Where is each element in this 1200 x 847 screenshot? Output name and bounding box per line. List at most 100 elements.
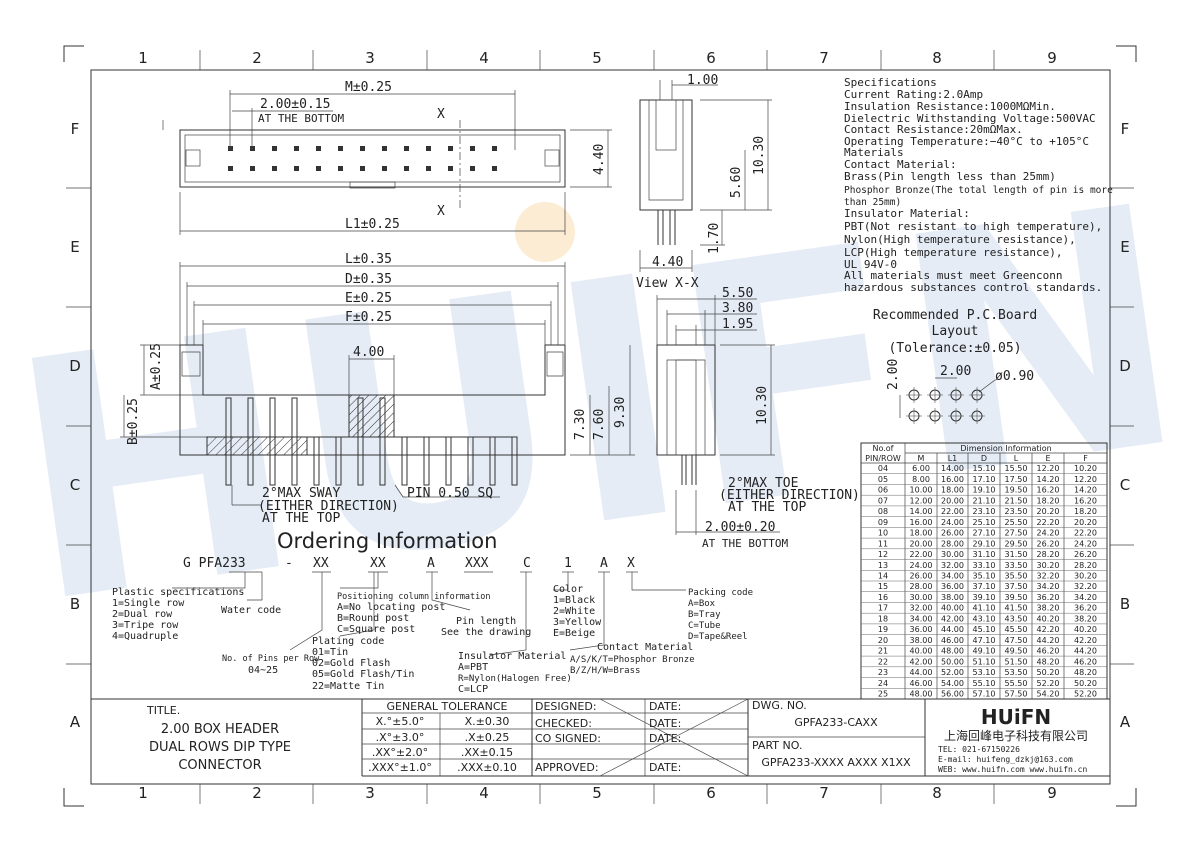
table-cell: 42.20 bbox=[1037, 625, 1060, 634]
part-label: PART NO. bbox=[752, 739, 802, 752]
company-tel: TEL: 021-67150226 bbox=[938, 745, 1020, 754]
table-cell: 18.00 bbox=[941, 486, 964, 495]
spec-line: Operating Temperature:−40°C to +105°C bbox=[844, 135, 1089, 148]
table-cell: 16.00 bbox=[910, 518, 933, 527]
table-pin-count: 14 bbox=[878, 572, 888, 581]
company-web: WEB: www.huifn.com www.huifn.cn bbox=[938, 765, 1087, 774]
code-part: XX bbox=[370, 556, 386, 571]
pcb-title-1: Recommended P.C.Board bbox=[873, 308, 1037, 323]
spec-line: Insulation Resistance:1000MΩMin. bbox=[844, 100, 1056, 113]
spec-line: Phosphor Bronze(The total length of pin … bbox=[844, 185, 1113, 196]
table-cell: 6.00 bbox=[912, 464, 930, 473]
pin-square bbox=[338, 166, 343, 171]
tolerance-head: GENERAL TOLERANCE bbox=[386, 700, 507, 713]
spec-line: hazardous substances control standards. bbox=[844, 281, 1102, 294]
table-cell: 21.10 bbox=[973, 496, 996, 505]
inner-border bbox=[90, 69, 1111, 785]
pin bbox=[445, 436, 452, 486]
pin bbox=[489, 436, 496, 486]
table-cell: 25.50 bbox=[1005, 518, 1028, 527]
pin-square bbox=[492, 146, 497, 151]
pin bbox=[247, 397, 254, 486]
table-cell: 32.00 bbox=[941, 561, 964, 570]
contact-line: Contact Material bbox=[597, 642, 693, 653]
table-col-header: L bbox=[1014, 454, 1019, 463]
spec-line: Insulator Material: bbox=[844, 207, 970, 220]
spec-line: All materials must meet Greenconn bbox=[844, 269, 1063, 282]
dim-side-w: 4.40 bbox=[652, 255, 683, 270]
pin-square bbox=[316, 146, 321, 151]
table-cell: 38.00 bbox=[910, 636, 933, 645]
col-label: 1 bbox=[138, 49, 148, 67]
table-cell: 34.00 bbox=[910, 614, 933, 623]
table-cell: 50.00 bbox=[941, 657, 964, 666]
spec-line: Current Rating:2.0Amp bbox=[844, 88, 983, 101]
table-cell: 12.20 bbox=[1074, 475, 1097, 484]
pin bbox=[423, 436, 430, 486]
tol-angle: X.°±5.0° bbox=[376, 715, 425, 728]
table-cell: 17.50 bbox=[1005, 475, 1028, 484]
table-cell: 39.50 bbox=[1005, 593, 1028, 602]
dim-h1: 7.30 bbox=[573, 409, 588, 440]
dim-m: M±0.25 bbox=[345, 80, 392, 95]
col-label: 2 bbox=[252, 49, 262, 67]
pin-square bbox=[316, 166, 321, 171]
pin-square bbox=[470, 166, 475, 171]
color-line: Color bbox=[553, 584, 583, 595]
table-cell: 55.10 bbox=[973, 679, 996, 688]
table-cell: 24.00 bbox=[910, 561, 933, 570]
plastic-line: Plastic specifications bbox=[112, 587, 244, 598]
table-group-title: Dimension Information bbox=[960, 444, 1051, 453]
company-email: E-mail: huifeng_dzkj@163.com bbox=[938, 755, 1073, 764]
table-pin-count: 05 bbox=[878, 475, 888, 484]
table-cell: 39.10 bbox=[973, 593, 996, 602]
dim-side-h3: 1.70 bbox=[707, 223, 722, 254]
table-cell: 57.50 bbox=[1005, 690, 1028, 699]
table-cell: 10.00 bbox=[910, 486, 933, 495]
pcb-layout: Recommended P.C.Board Layout (Tolerance:… bbox=[873, 308, 1037, 424]
title-line: 2.00 BOX HEADER bbox=[161, 722, 279, 737]
ordering-title: Ordering Information bbox=[277, 529, 497, 553]
table-cell: 20.20 bbox=[1074, 518, 1097, 527]
table-cell: 23.10 bbox=[973, 507, 996, 516]
spec-line: Dielectric Withstanding Voltage:500VAC bbox=[844, 112, 1096, 125]
col-label: 6 bbox=[706, 49, 716, 67]
pin-square bbox=[272, 166, 277, 171]
table-cell: 12.00 bbox=[910, 496, 933, 505]
table-cell: 15.50 bbox=[1005, 464, 1028, 473]
pcb-hole-grid bbox=[906, 387, 985, 424]
packing-line: A=Box bbox=[688, 599, 716, 609]
color-line: 2=White bbox=[553, 606, 595, 617]
dim-e: E±0.25 bbox=[345, 291, 392, 306]
table-cell: 44.20 bbox=[1074, 647, 1097, 656]
zone-ticks bbox=[66, 50, 1134, 804]
pin-square bbox=[426, 166, 431, 171]
specifications: Specifications Current Rating:2.0Amp Ins… bbox=[844, 76, 1113, 294]
pin-spec: PIN 0.50 SQ bbox=[407, 486, 493, 501]
color-line: 1=Black bbox=[553, 595, 595, 606]
position-line: B=Round post bbox=[337, 613, 409, 624]
table-cell: 24.20 bbox=[1037, 529, 1060, 538]
table-cell: 18.20 bbox=[1074, 507, 1097, 516]
pin bbox=[357, 397, 364, 486]
table-corner-2: PIN/ROW bbox=[865, 454, 901, 463]
insulator-line: C=LCP bbox=[458, 684, 488, 695]
frame-corners bbox=[63, 45, 1137, 807]
table-cell: 46.20 bbox=[1074, 657, 1097, 666]
pin bbox=[511, 436, 518, 486]
col-label: 7 bbox=[819, 784, 829, 802]
table-cell: 56.00 bbox=[941, 690, 964, 699]
table-cell: 20.00 bbox=[910, 539, 933, 548]
pin-square bbox=[250, 166, 255, 171]
table-cell: 23.50 bbox=[1005, 507, 1028, 516]
side-view: 1.00 10.30 5.60 1.70 4.40 View X-X bbox=[636, 73, 772, 291]
table-cell: 46.20 bbox=[1037, 647, 1060, 656]
spec-line: Specifications bbox=[844, 76, 937, 89]
table-cell: 36.00 bbox=[910, 625, 933, 634]
plastic-line: 2=Dual row bbox=[112, 609, 173, 620]
table-pin-count: 06 bbox=[878, 486, 888, 495]
table-cell: 26.00 bbox=[910, 572, 933, 581]
row-label: B bbox=[1120, 595, 1130, 613]
table-cell: 46.00 bbox=[910, 679, 933, 688]
dim-h2: 7.60 bbox=[592, 409, 607, 440]
